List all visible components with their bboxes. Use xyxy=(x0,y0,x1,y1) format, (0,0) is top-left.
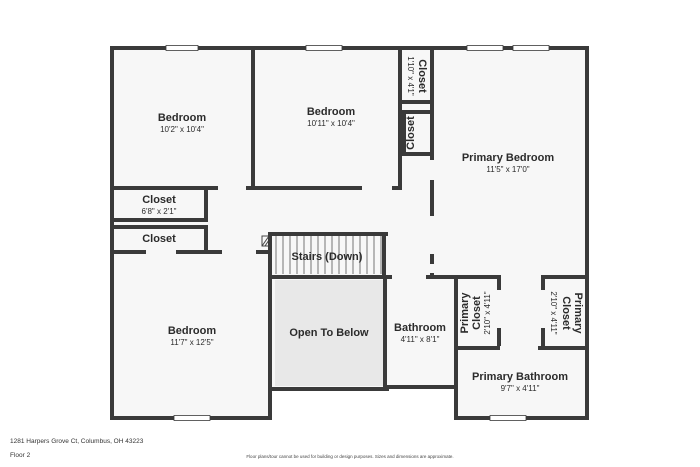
open-to-below-area xyxy=(275,280,383,386)
closet-top-dims: 1'10" x 4'1" xyxy=(406,56,415,96)
closet-small-name: Closet xyxy=(405,116,417,150)
bedroom-2-dims: 10'11" x 10'4" xyxy=(307,119,355,128)
bedroom-3-name: Bedroom xyxy=(168,325,217,337)
disclaimer: Floor plans/tour cannot be used for buil… xyxy=(246,454,454,459)
primary-bedroom-name: Primary Bedroom xyxy=(462,152,555,164)
primary-closet-1-name-line1: Primary xyxy=(459,292,471,334)
primary-closet-2-name-line1: Primary xyxy=(572,293,584,335)
bedroom-3-dims: 11'7" x 12'5" xyxy=(170,338,213,347)
closet-2-name: Closet xyxy=(142,233,176,245)
primary-closet-1-name-line2: Closet xyxy=(471,296,483,330)
property-address: 1281 Harpers Grove Ct, Columbus, OH 4322… xyxy=(10,438,144,445)
primary-closet-2-name-line2: Closet xyxy=(560,296,572,330)
open-to-below-name: Open To Below xyxy=(289,327,369,339)
door-openings xyxy=(146,160,545,350)
primary-bathroom-name: Primary Bathroom xyxy=(472,371,568,383)
bathroom-name: Bathroom xyxy=(394,322,446,334)
windows xyxy=(165,45,550,421)
closet-1-name: Closet xyxy=(142,194,176,206)
bathroom-dims: 4'11" x 8'1" xyxy=(401,335,440,344)
floor-label: Floor 2 xyxy=(10,452,31,459)
primary-closet-2-dims: 2'10" x 4'11" xyxy=(549,291,558,334)
bedroom-1-name: Bedroom xyxy=(158,112,207,124)
bedroom-2-name: Bedroom xyxy=(307,106,356,118)
primary-closet-1-dims: 2'10" x 4'11" xyxy=(483,291,492,334)
stairs-name: Stairs (Down) xyxy=(292,251,363,263)
bedroom-1-dims: 10'2" x 10'4" xyxy=(160,125,204,134)
stair-treads xyxy=(275,236,382,274)
closet-top-name: Closet xyxy=(416,59,428,93)
primary-bedroom-dims: 11'5" x 17'0" xyxy=(486,165,529,174)
closet-1-dims: 6'8" x 2'1" xyxy=(142,207,177,216)
primary-bathroom-dims: 9'7" x 4'11" xyxy=(501,384,540,393)
